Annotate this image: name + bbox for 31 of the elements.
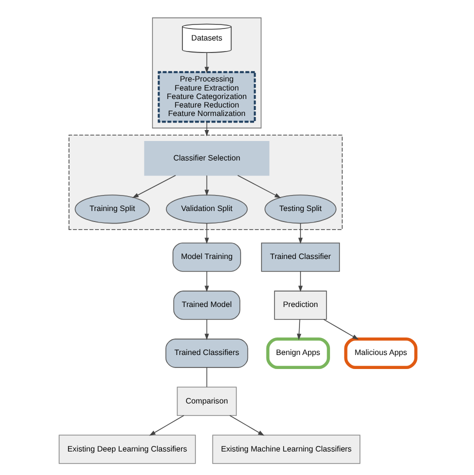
- arrow: [204, 319, 208, 340]
- arrow: [298, 222, 302, 244]
- node-box: Classifier Selection: [144, 141, 269, 176]
- node-box: Prediction: [274, 290, 326, 320]
- node-box: Comparison: [176, 386, 236, 416]
- node-box: Trained Classifiers: [164, 338, 248, 368]
- node-box: Benign Apps: [266, 338, 330, 369]
- arrow: [298, 271, 302, 292]
- arrow: [204, 52, 208, 74]
- connector: [206, 367, 207, 388]
- arrow: [204, 222, 208, 244]
- arrow: [148, 415, 184, 436]
- arrow: [132, 175, 176, 198]
- node-box: Model Training: [172, 242, 241, 272]
- cluster: [152, 17, 262, 128]
- node-box: Trained Classifier: [260, 242, 340, 272]
- node-box: Pre-Processing Feature Extraction Feature Categorization Feature Reduction Feature Normalization: [157, 71, 256, 123]
- arrow: [204, 271, 208, 292]
- node-box: Malicious Apps: [344, 338, 417, 369]
- arrow: [228, 415, 264, 436]
- node-box: Trained Model: [172, 290, 240, 320]
- node-ellipse: Training Split: [74, 194, 150, 224]
- arrow: [236, 175, 280, 198]
- node-ellipse: Validation Split: [165, 194, 248, 224]
- node-box: Existing Deep Learning Classifiers: [58, 434, 196, 464]
- node-box: Existing Machine Learning Classifiers: [212, 434, 360, 464]
- arrow: [204, 175, 208, 196]
- arrow: [322, 319, 358, 340]
- cluster: [68, 134, 342, 230]
- node-ellipse: Testing Split: [264, 194, 336, 224]
- arrow: [296, 319, 301, 340]
